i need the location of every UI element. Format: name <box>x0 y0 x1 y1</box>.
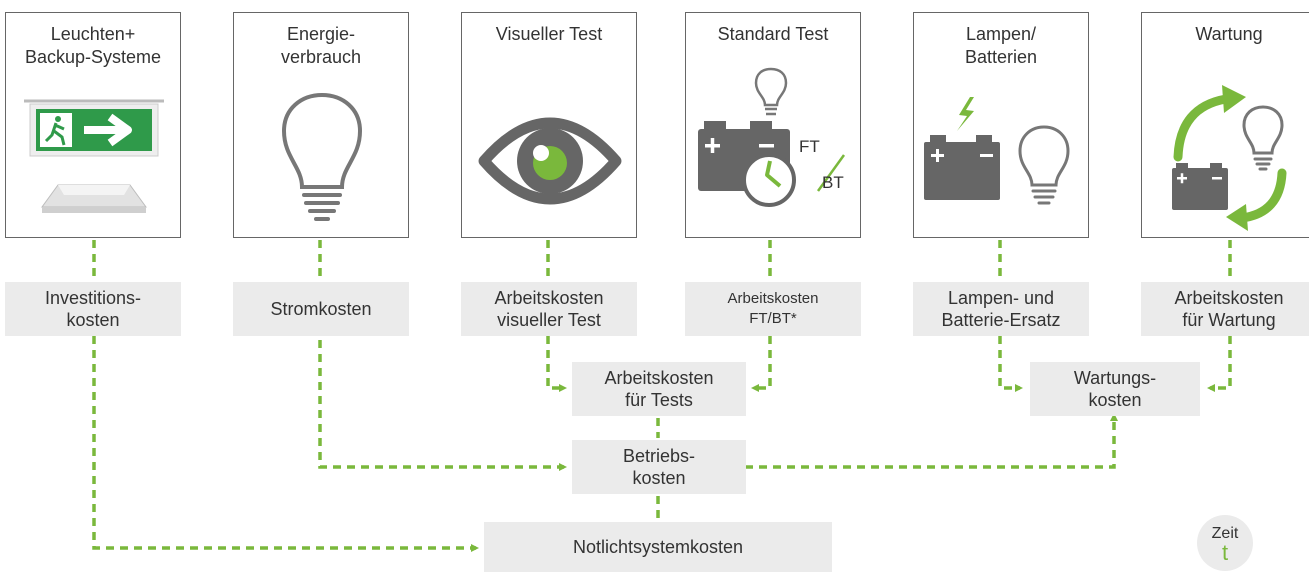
connector-arrow <box>751 336 772 392</box>
cost-label-maintenance-labor: Arbeitskosten für Wartung <box>1141 282 1309 336</box>
cost-label-ft-bt: Arbeitskosten FT/BT* <box>685 282 861 336</box>
card-title: Visueller Test <box>495 24 603 44</box>
connector-arrow <box>1207 336 1232 392</box>
box-maintenance-costs: Wartungs- kosten <box>1030 362 1200 416</box>
cost-label-lamp-battery: Lampen- und Batterie-Ersatz <box>913 282 1089 336</box>
ft-label: FT <box>799 137 820 156</box>
card-visual-test: Visueller Test <box>461 12 637 238</box>
card-title: Leuchten+ Backup-Systeme <box>24 24 162 67</box>
battery-bolt-bulb-icon <box>924 97 1070 205</box>
battery-bulb-clock-icon <box>698 67 846 207</box>
card-title: Standard Test <box>717 24 829 44</box>
connector-arrow <box>998 336 1023 392</box>
card-title: Lampen/ Batterien <box>964 24 1038 67</box>
light-bulb-icon <box>281 92 363 221</box>
bt-label: BT <box>822 173 844 192</box>
time-word: Zeit <box>1211 525 1239 542</box>
exit-sign-icon <box>24 99 164 157</box>
box-operating-costs: Betriebs- kosten <box>572 440 746 494</box>
card-standard-test: Standard Test FT BT <box>685 12 861 238</box>
cost-label-investment: Investitions- kosten <box>5 282 181 336</box>
cost-label-visual-test: Arbeitskosten visueller Test <box>461 282 637 336</box>
time-marker: Zeit t <box>1197 515 1253 571</box>
card-energy: Energie- verbrauch <box>233 12 409 238</box>
eye-icon <box>478 117 622 205</box>
card-lamps-batteries: Lampen/ Batterien <box>913 12 1089 238</box>
box-total-costs: Notlichtsystemkosten <box>484 522 832 572</box>
maintenance-cycle-icon <box>1172 85 1287 231</box>
card-luminaires: Leuchten+ Backup-Systeme <box>5 12 181 238</box>
time-symbol: t <box>1221 540 1229 565</box>
connector-arrow <box>546 336 567 392</box>
connector-arrow <box>318 326 567 471</box>
card-maintenance: Wartung <box>1141 12 1309 238</box>
box-test-labor-costs: Arbeitskosten für Tests <box>572 362 746 416</box>
connector-arrow <box>92 336 479 552</box>
ceiling-luminaire-icon <box>41 184 147 213</box>
connector-arrow <box>745 413 1118 469</box>
card-title: Wartung <box>1195 24 1263 44</box>
cost-label-electricity: Stromkosten <box>233 282 409 336</box>
card-title: Energie- verbrauch <box>280 24 362 67</box>
